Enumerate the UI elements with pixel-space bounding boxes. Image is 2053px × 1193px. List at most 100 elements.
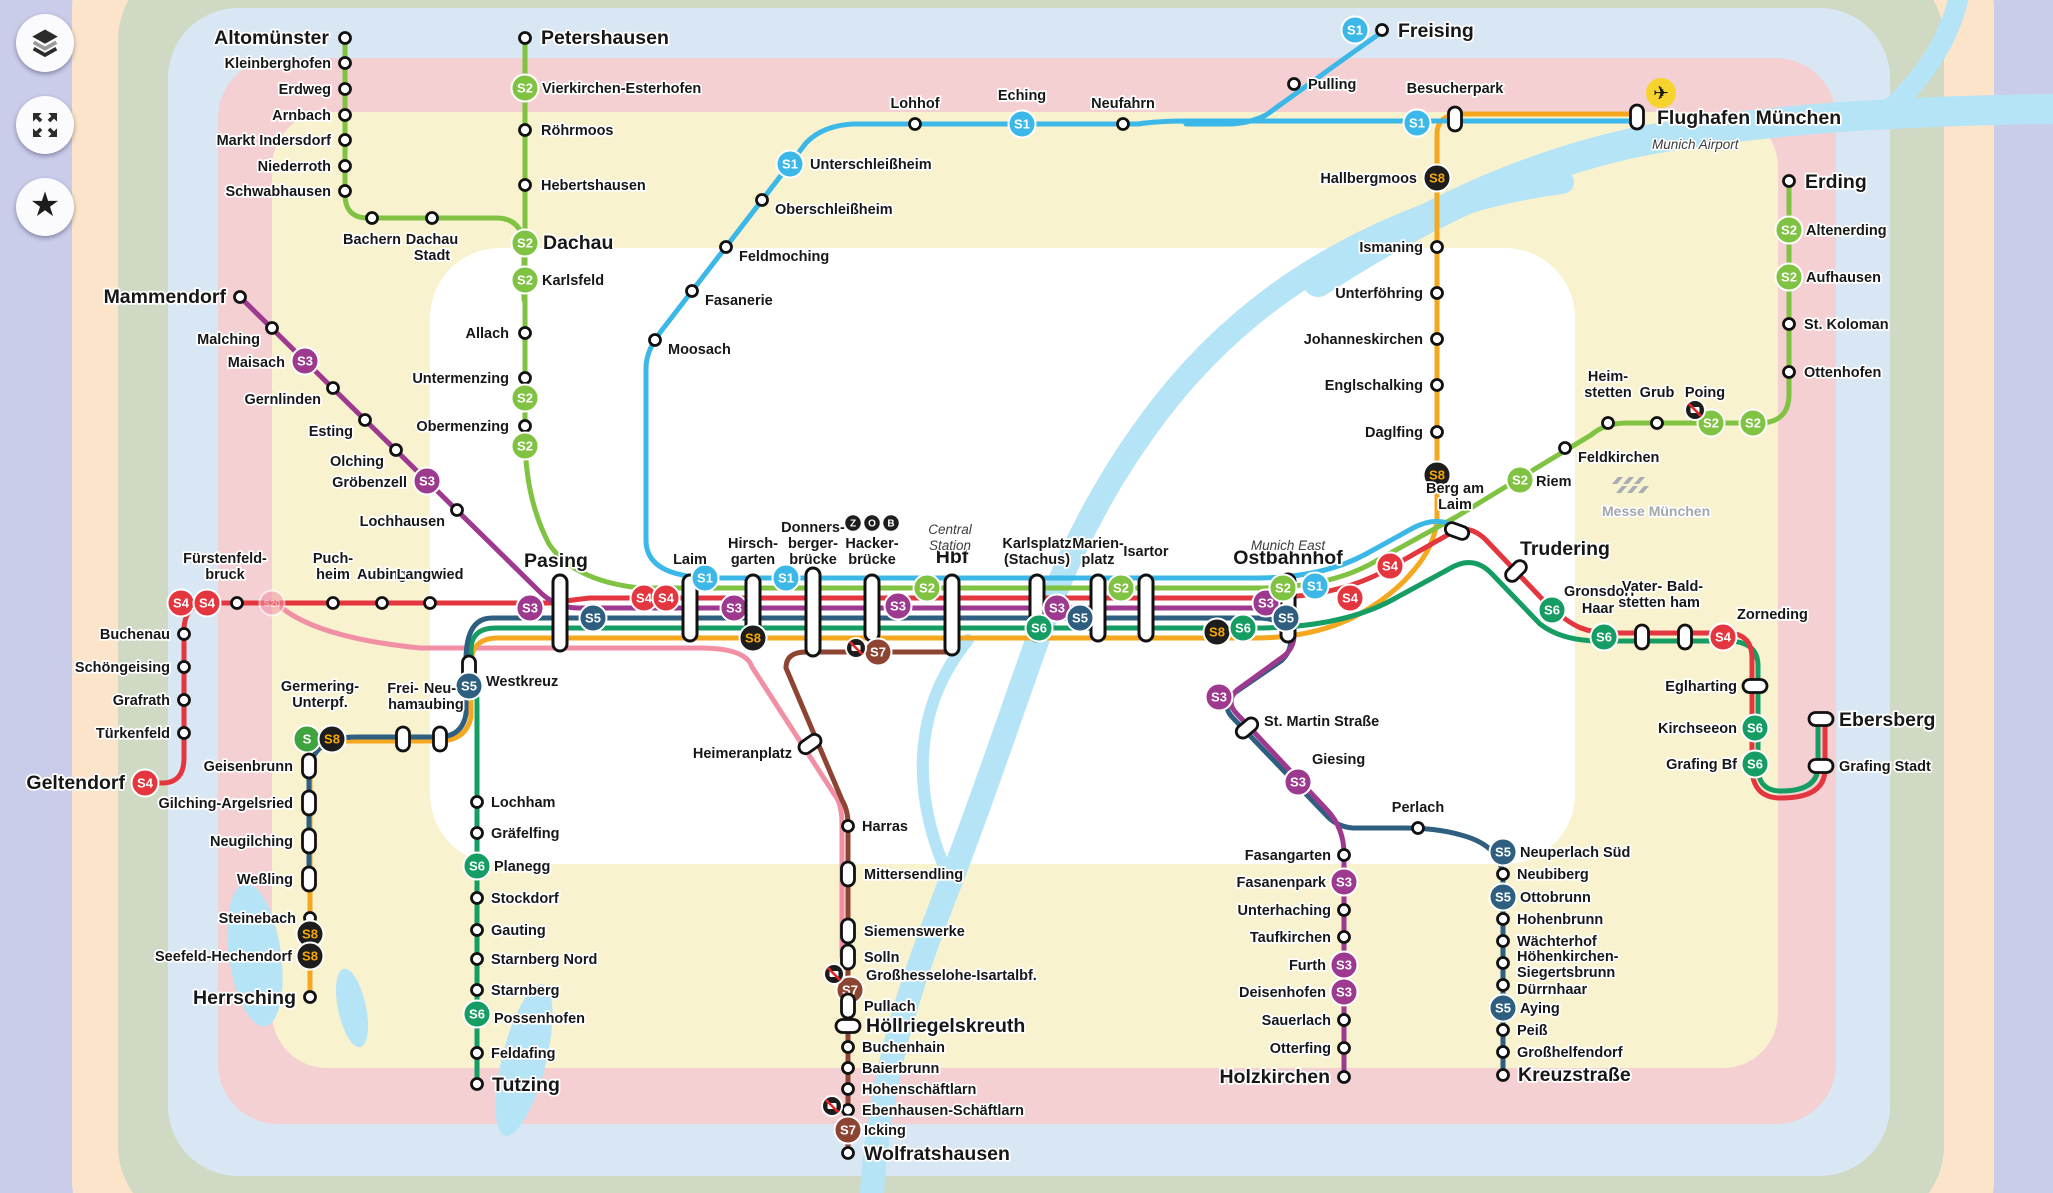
svg-text:S6: S6 [469,859,485,874]
stations: AltomünsterKleinberghofenErdwegArnbachMa… [25,15,1937,1167]
station-dot [518,178,532,192]
station-dot [518,326,532,340]
restriction-icon [845,637,867,659]
station-label: Holzkirchen [1219,1066,1330,1088]
station-dot [1337,930,1351,944]
svg-text:S8: S8 [1429,171,1445,186]
line-badge-s5: S5 [1488,993,1518,1023]
station-dot [1337,848,1351,862]
station-label: Bald- [1667,579,1703,595]
layers-button[interactable] [16,14,74,72]
svg-text:S2: S2 [517,439,533,454]
svg-text:S5: S5 [1495,1001,1511,1016]
station-st-koloman: St. Koloman [1782,315,1890,335]
fullscreen-button[interactable] [16,96,74,154]
svg-text:S: S [303,732,312,747]
station-dot [470,795,484,809]
station-dot [1411,821,1425,835]
station-kleinberghofen: Kleinberghofen [223,54,352,74]
messe-logo [1612,477,1649,493]
station-großhelfendorf: Großhelfendorf [1496,1043,1624,1063]
map-note: Central [928,522,973,537]
station-pulling: Pulling [1287,75,1358,95]
station-arnbach: Arnbach [270,106,352,126]
svg-text:S5: S5 [1072,611,1088,626]
line-marker: S2 [510,431,540,461]
line-badge-s8: S8 [317,724,347,754]
station-dot [230,596,244,610]
station-label: ham [1670,595,1700,611]
line-badge-s6: S6 [1589,622,1619,652]
river [1303,94,2053,297]
station-label: Buchenhain [862,1040,945,1056]
station-label: Unterhaching [1238,903,1331,919]
line-badge-s4: S4 [651,583,681,613]
station-dot [375,596,389,610]
station-buchenau: Buchenau [98,625,191,645]
station-label: Unterschleißheim [810,157,932,173]
svg-text:S3: S3 [419,474,435,489]
svg-text:S6: S6 [1747,757,1763,772]
station-perlach: Perlach [1390,798,1446,835]
line-badge-s3: S3 [883,591,913,621]
svg-text:S2: S2 [1113,581,1129,596]
station-label: Zorneding [1737,607,1808,623]
station-dot [1496,934,1510,948]
station-label: Hallbergmoos [1320,171,1417,187]
station-neubiberg: Neubiberg [1496,865,1590,885]
station-label: Baierbrunn [862,1061,939,1077]
line-badge-s3: S3 [1283,767,1313,797]
interchange-lozenge [551,573,569,653]
station-dot [1430,378,1444,392]
map-controls: ★ [16,14,74,236]
line-badge-s2: S2 [1106,573,1136,603]
station-dot [841,1082,855,1096]
svg-text:S4: S4 [137,776,154,791]
station-dot [338,184,352,198]
station-dot [1430,332,1444,346]
station-schöngeising: Schöngeising [73,658,191,678]
station-dot [470,1077,484,1091]
station-label: Arnbach [272,108,331,124]
line-badge-s6: S6 [1024,613,1054,643]
station-baldham: Bald-ham [1665,577,1705,651]
station-dot [755,193,769,207]
station-ismaning: Ismaning [1358,238,1444,258]
station-label: Dachau [406,232,458,248]
station-dot [1337,1013,1351,1027]
station-label: Starnberg Nord [491,952,597,968]
station-label: Aying [1520,1001,1560,1017]
station-daglfing: Daglfing [1363,423,1444,443]
station-esting: Esting [307,413,372,442]
station-dot [518,31,532,45]
station-moosach: Moosach [648,333,733,360]
station-label: Neuperlach Süd [1520,845,1630,861]
station-label: Türkenfeld [96,726,170,742]
station-dot [1337,903,1351,917]
station-dot [338,133,352,147]
station-label: Altomünster [214,27,329,49]
restriction-icon [823,963,845,985]
station-dot [841,1061,855,1075]
line-marker: S8 [1422,460,1452,490]
station-taufkirchen: Taufkirchen [1248,928,1351,948]
station-label: Esting [309,424,353,440]
line-badge-s2: S2 [510,73,540,103]
favorites-button[interactable]: ★ [16,178,74,236]
station-oval [1741,678,1769,694]
station-label: Daglfing [1365,425,1423,441]
station-gauting: Gauting [470,921,548,941]
svg-text:S1: S1 [1307,579,1323,594]
station-label: Pullach [864,999,916,1015]
svg-text:S1: S1 [1347,23,1363,38]
line-badge-s1: S1 [690,563,720,593]
station-oval [1677,623,1693,651]
